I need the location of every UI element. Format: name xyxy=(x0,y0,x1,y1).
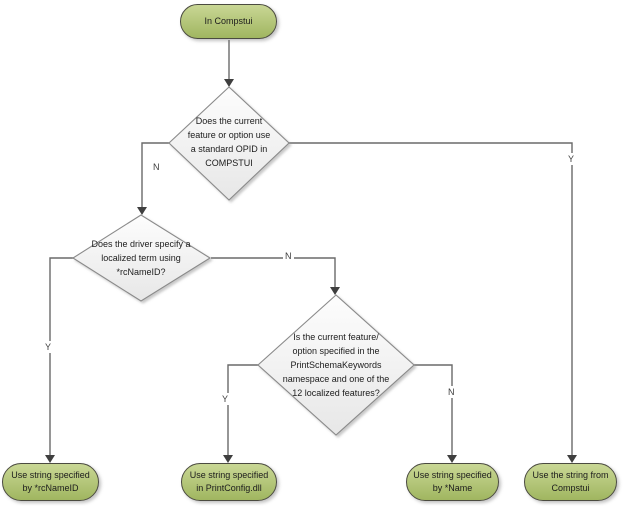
node-result-rcnameid: Use string specified by *rcNameID xyxy=(2,463,99,501)
edge-label-opid-no: N xyxy=(151,161,162,173)
node-result-compstui: Use the string from Compstui xyxy=(524,463,617,501)
node-result-name: Use string specified by *Name xyxy=(406,463,499,501)
edge-label-schema-yes: Y xyxy=(220,393,231,405)
decision-rcnameid-label: Does the driver specify a localized term… xyxy=(91,239,191,277)
node-start-terminal: In Compstui xyxy=(180,4,277,39)
edge-label-rcnameid-no: N xyxy=(283,250,294,262)
decision-schema-shape xyxy=(257,294,415,436)
edge-label-opid-yes: Y xyxy=(566,153,577,165)
decision-schema-label: Is the current feature/ option specified… xyxy=(282,332,390,398)
node-result-printconfig-label: Use string specified in PrintConfig.dll xyxy=(189,470,269,493)
node-result-printconfig: Use string specified in PrintConfig.dll xyxy=(181,463,277,501)
node-result-compstui-label: Use the string from Compstui xyxy=(532,470,609,493)
decision-opid-label: Does the current feature or option use a… xyxy=(187,116,271,168)
edge-decision-schema-yes-to-result-printconfig xyxy=(223,364,259,463)
edge-start-to-decision-opid xyxy=(224,40,234,87)
edge-decision-rcnameid-yes-to-result-rcnameid xyxy=(45,257,74,463)
node-result-name-label: Use string specified by *Name xyxy=(413,470,492,493)
edge-label-schema-no: N xyxy=(446,386,457,398)
node-result-rcnameid-label: Use string specified by *rcNameID xyxy=(11,470,90,493)
decision-opid-shape xyxy=(168,86,290,201)
edge-label-rcnameid-yes: Y xyxy=(43,341,54,353)
decision-rcnameid-shape xyxy=(71,214,212,302)
edge-decision-rcnameid-no-to-decision-schema xyxy=(211,257,340,295)
edge-decision-schema-no-to-result-name xyxy=(414,364,457,463)
edge-decision-opid-yes-to-result-compstui xyxy=(288,142,577,463)
node-start-label: In Compstui xyxy=(204,16,253,26)
edge-decision-opid-no-to-decision-rcnameid xyxy=(137,142,170,215)
